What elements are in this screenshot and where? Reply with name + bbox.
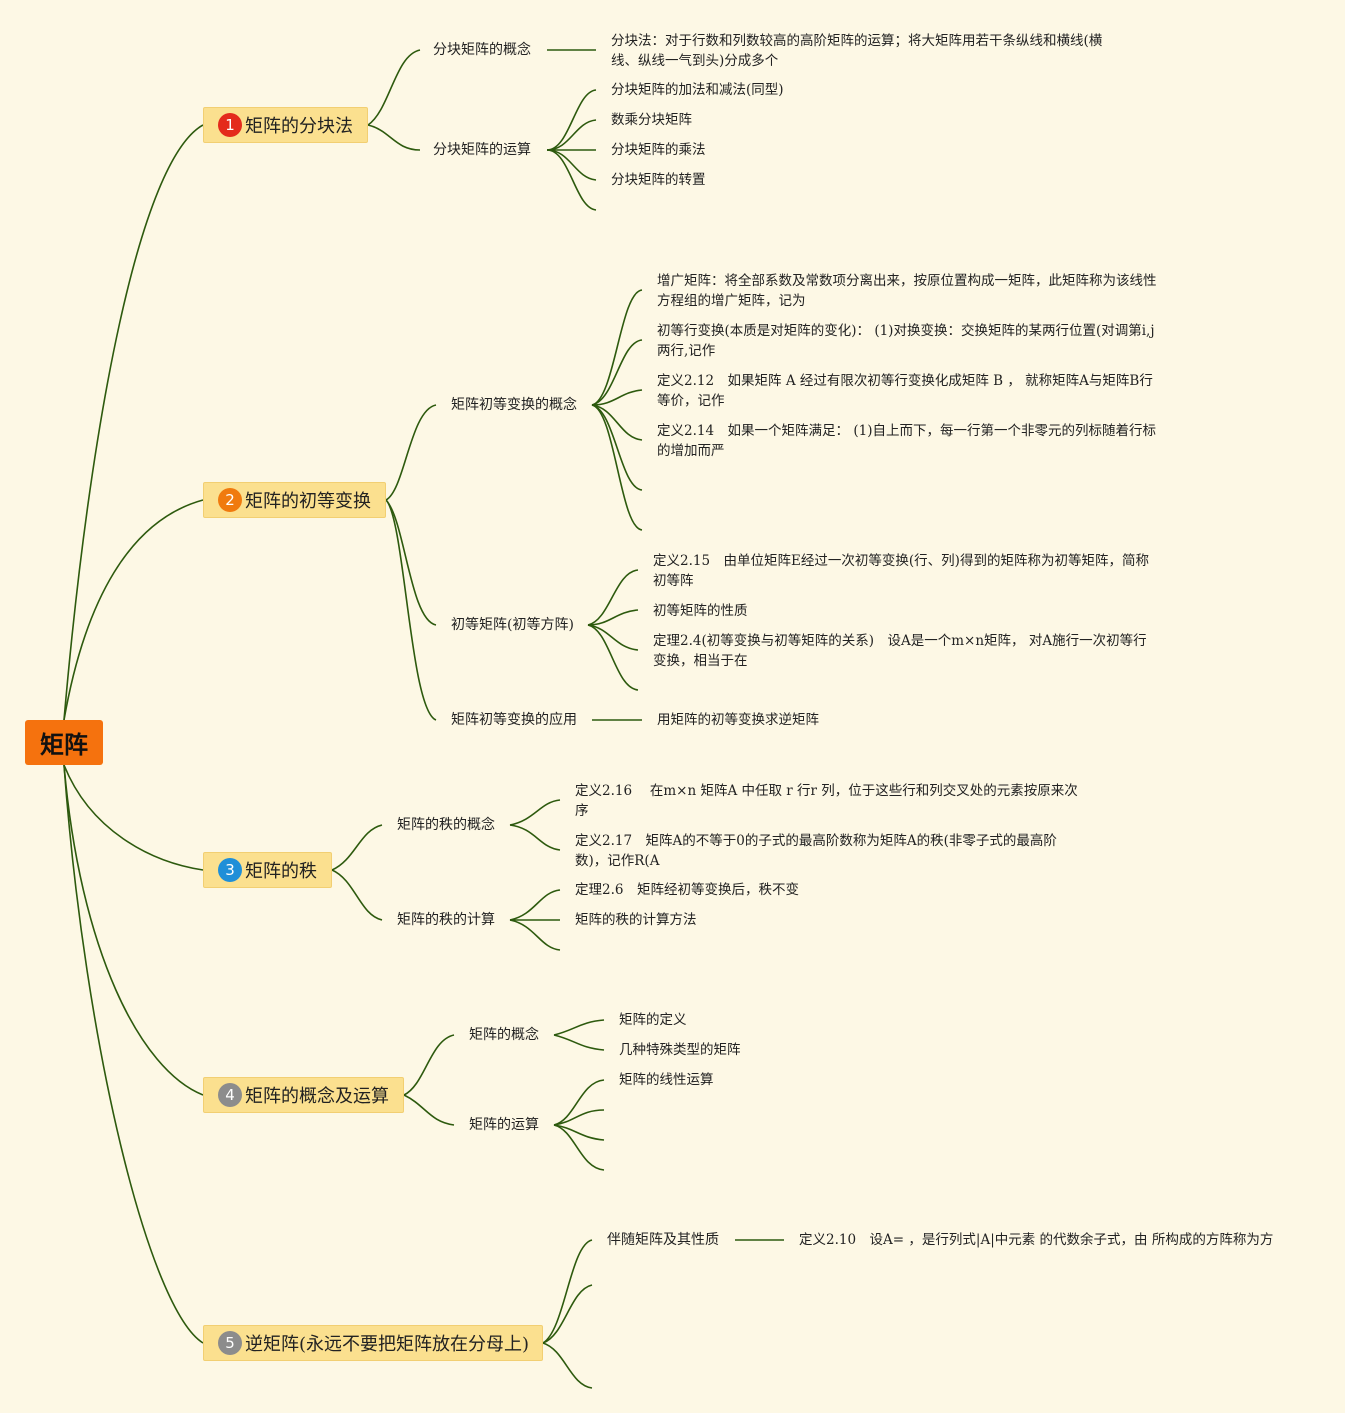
branch-node-5[interactable]: 5 逆矩阵(永远不要把矩阵放在分母上) [203, 1325, 543, 1361]
topic-matrix-ops[interactable]: 矩阵的运算 [469, 1117, 539, 1133]
topic-block-matrix-ops[interactable]: 分块矩阵的运算 [433, 142, 531, 158]
leaf-def-2-12[interactable]: 定义2.12 如果矩阵 A 经过有限次初等行变换化成矩阵 B ， 就称矩阵A与矩… [657, 373, 1153, 409]
leaf-augmented-matrix[interactable]: 增广矩阵：将全部系数及常数项分离出来，按原位置构成一矩阵，此矩阵称为该线性方程组… [657, 273, 1157, 309]
branch-label: 矩阵的秩 [245, 861, 317, 882]
leaf-def-2-14[interactable]: 定义2.14 如果一个矩阵满足： (1)自上而下，每一行第一个非零元的列标随着行… [657, 423, 1156, 459]
leaf-block-transpose[interactable]: 分块矩阵的转置 [611, 172, 706, 188]
edge-root-b3 [63, 764, 204, 871]
topic-rank-concept[interactable]: 矩阵的秩的概念 [397, 817, 495, 833]
edge-root-b5 [63, 764, 204, 1344]
branch-node-2[interactable]: 2 矩阵的初等变换 [203, 482, 386, 518]
leaf-matrix-definition[interactable]: 矩阵的定义 [619, 1012, 687, 1028]
leaf-inverse-by-transform[interactable]: 用矩阵的初等变换求逆矩阵 [657, 712, 819, 728]
root-node[interactable]: 矩阵 [25, 720, 103, 765]
edge-root-b4 [63, 764, 204, 1096]
leaf-block-mult[interactable]: 分块矩阵的乘法 [611, 142, 706, 158]
leaf-special-matrices[interactable]: 几种特殊类型的矩阵 [619, 1042, 741, 1058]
topic-elem-transform-application[interactable]: 矩阵初等变换的应用 [451, 712, 577, 728]
leaf-theorem-2-6[interactable]: 定理2.6 矩阵经初等变换后，秩不变 [575, 882, 799, 898]
topic-block-matrix-concept[interactable]: 分块矩阵的概念 [433, 42, 531, 58]
leaf-theorem-2-4[interactable]: 定理2.4(初等变换与初等矩阵的关系) 设A是一个m×n矩阵， 对A施行一次初等… [653, 633, 1147, 669]
leaf-block-add[interactable]: 分块矩阵的加法和减法(同型) [611, 82, 784, 98]
branch-node-4[interactable]: 4 矩阵的概念及运算 [203, 1077, 404, 1113]
topic-adjugate-matrix[interactable]: 伴随矩阵及其性质 [607, 1232, 719, 1248]
branch-label: 矩阵的概念及运算 [245, 1086, 389, 1107]
number-badge-icon: 2 [218, 488, 242, 512]
number-badge-icon: 1 [218, 113, 242, 137]
topic-elem-transform-concept[interactable]: 矩阵初等变换的概念 [451, 397, 577, 413]
branch-label: 逆矩阵(永远不要把矩阵放在分母上) [245, 1334, 530, 1355]
branch-label: 矩阵的初等变换 [245, 491, 371, 512]
leaf-def-2-16[interactable]: 定义2.16 在m×n 矩阵A 中任取 r 行r 列，位于这些行和列交叉处的元素… [575, 783, 1078, 819]
branch-label: 矩阵的分块法 [245, 116, 353, 137]
leaf-def-2-17[interactable]: 定义2.17 矩阵A的不等于0的子式的最高阶数称为矩阵A的秩(非零子式的最高阶数… [575, 833, 1057, 869]
leaf-block-scalar[interactable]: 数乘分块矩阵 [611, 112, 692, 128]
edge-root-b1 [63, 124, 204, 721]
edge-root-b2 [63, 499, 204, 721]
number-badge-icon: 5 [218, 1331, 242, 1355]
number-badge-icon: 3 [218, 858, 242, 882]
leaf-elem-properties[interactable]: 初等矩阵的性质 [653, 603, 748, 619]
leaf-rank-calc-method[interactable]: 矩阵的秩的计算方法 [575, 912, 697, 928]
branch-node-1[interactable]: 1 矩阵的分块法 [203, 107, 368, 143]
leaf-def-2-10[interactable]: 定义2.10 设A= ，是行列式|A|中元素 的代数余子式，由 所构成的方阵称为… [799, 1232, 1274, 1248]
leaf-def-2-15[interactable]: 定义2.15 由单位矩阵E经过一次初等变换(行、列)得到的矩阵称为初等矩阵，简称… [653, 553, 1149, 589]
topic-elementary-matrix[interactable]: 初等矩阵(初等方阵) [451, 617, 574, 633]
leaf-linear-ops[interactable]: 矩阵的线性运算 [619, 1072, 714, 1088]
number-badge-icon: 4 [218, 1083, 242, 1107]
topic-matrix-concept[interactable]: 矩阵的概念 [469, 1027, 539, 1043]
leaf-row-ops[interactable]: 初等行变换(本质是对矩阵的变化)： (1)对换变换：交换矩阵的某两行位置(对调第… [657, 323, 1155, 359]
leaf-block-method[interactable]: 分块法：对于行数和列数较高的高阶矩阵的运算；将大矩阵用若干条纵线和横线(横线、纵… [611, 33, 1103, 69]
topic-rank-calc[interactable]: 矩阵的秩的计算 [397, 912, 495, 928]
branch-node-3[interactable]: 3 矩阵的秩 [203, 852, 332, 888]
